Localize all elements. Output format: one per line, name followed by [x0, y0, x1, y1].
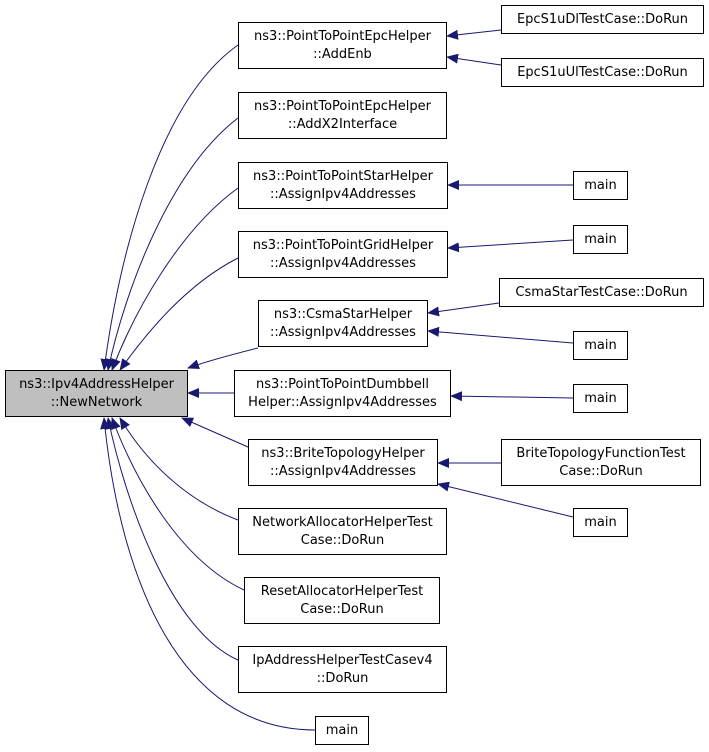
- node-p2p-dumbbell-assign[interactable]: ns3::PointToPointDumbbell Helper::Assign…: [234, 370, 451, 417]
- node-line: ns3::Ipv4AddressHelper: [19, 376, 174, 392]
- edge-ipaddr-test-to-root: [105, 417, 239, 661]
- edge-main-brite-to-brite: [437, 481, 574, 518]
- node-line: ns3::BriteTopologyHelper: [261, 445, 425, 461]
- node-line: ns3::PointToPointEpcHelper: [254, 98, 431, 114]
- edge-reset-test-to-root: [111, 417, 245, 591]
- node-line: ::NewNetwork: [50, 394, 143, 410]
- node-line: ::AssignIpv4Addresses: [270, 186, 416, 202]
- node-line: ::AddX2Interface: [287, 116, 398, 132]
- node-p2p-epc-addx2[interactable]: ns3::PointToPointEpcHelper ::AddX2Interf…: [238, 92, 447, 139]
- node-line: main: [584, 390, 617, 406]
- node-line: IpAddressHelperTestCasev4: [252, 652, 433, 668]
- node-main-dumbbell[interactable]: main: [573, 384, 628, 413]
- node-line: main: [325, 722, 359, 738]
- node-line: main: [584, 177, 617, 193]
- node-line: Case::DoRun: [300, 601, 384, 617]
- edge-dl-to-addenb: [446, 29, 502, 40]
- edge-ul-to-addenb: [446, 53, 502, 66]
- node-reset-alloc-test[interactable]: ResetAllocatorHelperTest Case::DoRun: [244, 577, 440, 624]
- node-epcs1u-dl[interactable]: EpcS1uDlTestCase::DoRun: [501, 5, 704, 34]
- node-brite-assign[interactable]: ns3::BriteTopologyHelper ::AssignIpv4Add…: [248, 439, 438, 486]
- node-line: ns3::PointToPointGridHelper: [252, 237, 434, 253]
- edge-addx2-to-root: [105, 117, 239, 371]
- edge-main-csma-to-csma: [427, 326, 574, 344]
- edge-csma-to-root: [187, 347, 259, 370]
- node-p2p-star-assign[interactable]: ns3::PointToPointStarHelper ::AssignIpv4…: [238, 162, 448, 209]
- node-main-brite[interactable]: main: [573, 508, 628, 537]
- node-network-alloc-test[interactable]: NetworkAllocatorHelperTest Case::DoRun: [238, 508, 447, 555]
- node-line: Case::DoRun: [559, 463, 643, 479]
- node-csma-star-assign[interactable]: ns3::CsmaStarHelper ::AssignIpv4Addresse…: [258, 300, 428, 347]
- node-brite-func-test[interactable]: BriteTopologyFunctionTest Case::DoRun: [501, 439, 701, 486]
- node-line: EpcS1uUlTestCase::DoRun: [517, 64, 688, 80]
- node-line: ::AssignIpv4Addresses: [270, 255, 416, 271]
- node-line: ::AssignIpv4Addresses: [270, 463, 416, 479]
- node-p2p-grid-assign[interactable]: ns3::PointToPointGridHelper ::AssignIpv4…: [238, 231, 448, 278]
- node-line: ns3::CsmaStarHelper: [273, 306, 413, 322]
- node-main-star[interactable]: main: [573, 171, 628, 200]
- node-line: ns3::PointToPointDumbbell: [256, 376, 429, 392]
- node-main-grid[interactable]: main: [573, 225, 628, 254]
- edge-addenb-to-root: [100, 44, 239, 371]
- node-main-root[interactable]: main: [315, 716, 369, 745]
- edge-network-test-to-root: [119, 417, 239, 521]
- node-line: Helper::AssignIpv4Addresses: [248, 394, 437, 410]
- node-line: ns3::PointToPointStarHelper: [253, 168, 433, 184]
- node-line: main: [584, 337, 617, 353]
- edge-main-root-to-root: [100, 417, 316, 731]
- edge-main-grid-to-grid: [447, 239, 574, 253]
- node-line: ::AddEnb: [313, 46, 372, 62]
- node-line: ::AssignIpv4Addresses: [270, 324, 416, 340]
- node-csma-star-test[interactable]: CsmaStarTestCase::DoRun: [499, 278, 704, 307]
- edge-grid-to-root: [119, 257, 239, 371]
- node-line: BriteTopologyFunctionTest: [516, 445, 686, 461]
- edge-star-to-root: [111, 187, 239, 371]
- edge-csmatest-to-csma: [427, 302, 500, 317]
- node-line: NetworkAllocatorHelperTest: [252, 514, 433, 530]
- node-line: ResetAllocatorHelperTest: [260, 583, 424, 599]
- node-line: ns3::PointToPointEpcHelper: [254, 28, 431, 44]
- edge-main-dumbbell-to-dumbbell: [450, 391, 574, 402]
- node-line: main: [584, 514, 617, 530]
- node-line: main: [584, 231, 617, 247]
- node-epcs1u-ul[interactable]: EpcS1uUlTestCase::DoRun: [501, 58, 704, 87]
- node-line: CsmaStarTestCase::DoRun: [515, 284, 688, 300]
- node-main-csma[interactable]: main: [573, 331, 628, 360]
- node-line: EpcS1uDlTestCase::DoRun: [516, 11, 689, 27]
- node-root-newnetwork[interactable]: ns3::Ipv4AddressHelper ::NewNetwork: [5, 370, 188, 417]
- edge-brite-to-root: [181, 417, 249, 448]
- node-p2p-epc-addenb[interactable]: ns3::PointToPointEpcHelper ::AddEnb: [238, 22, 447, 69]
- node-line: Case::DoRun: [300, 532, 385, 548]
- node-line: ::DoRun: [316, 670, 369, 686]
- node-ipaddr-test-v4[interactable]: IpAddressHelperTestCasev4 ::DoRun: [238, 646, 447, 693]
